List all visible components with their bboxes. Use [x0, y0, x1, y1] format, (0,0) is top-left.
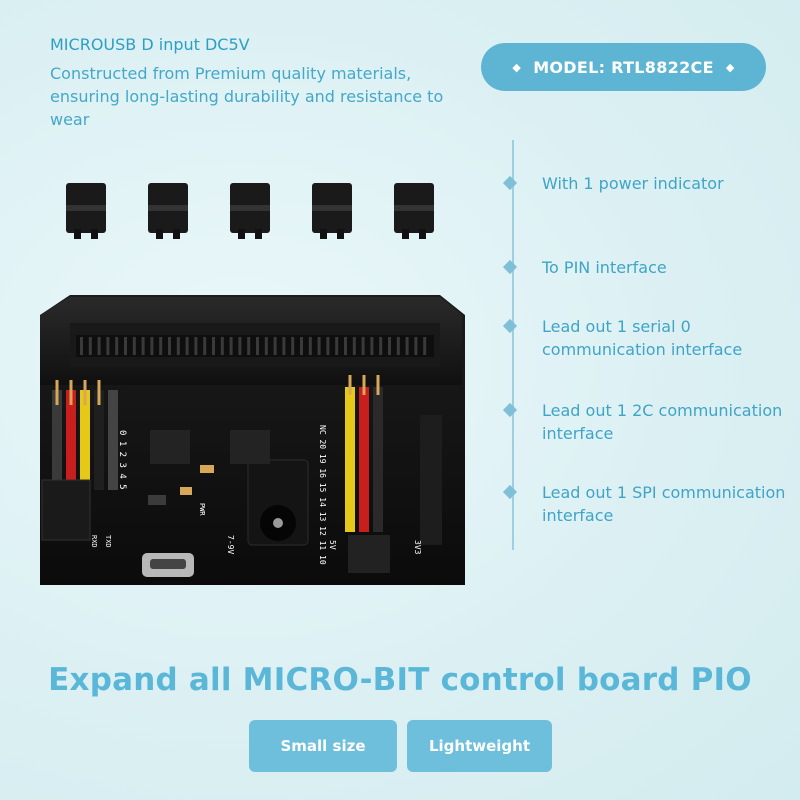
connector-pin [124, 337, 127, 355]
feature-text: Lead out 1 2C communication interface [542, 401, 783, 443]
model-badge: ◆ MODEL: RTL8822CE ◆ [481, 43, 766, 91]
diamond-icon: ◆ [512, 60, 522, 74]
feature-text: With 1 power indicator [542, 174, 724, 193]
dc-jack [247, 459, 309, 546]
connector-pin [405, 337, 409, 355]
feature-text: Lead out 1 SPI communication interface [542, 483, 786, 525]
jumper-cap [312, 183, 352, 239]
connector-pin [115, 337, 119, 355]
jumper-cap [230, 183, 270, 239]
feature-text: To PIN interface [542, 258, 667, 277]
feature-item: To PIN interface [502, 256, 792, 279]
connector-pin [273, 337, 277, 355]
connector-pin [300, 337, 303, 355]
connector-pin [168, 337, 171, 355]
diamond-icon: ◆ [725, 60, 735, 74]
connector-pin [97, 337, 101, 355]
connector-pin [247, 337, 251, 355]
connector-pin [291, 337, 295, 355]
feature-text: Lead out 1 serial 0 communication interf… [542, 317, 743, 359]
connector-pin [370, 337, 374, 355]
connector-pin [388, 337, 391, 355]
pin-header-right [345, 375, 383, 532]
pin-labels-left: 0 1 2 3 4 5 [117, 430, 127, 490]
v33-label: 3V3 [413, 540, 422, 555]
jumper-cap [66, 183, 106, 239]
feature-item: Lead out 1 serial 0 communication interf… [502, 315, 792, 361]
connector-pin [414, 337, 418, 355]
connector-pin [396, 337, 400, 355]
micro-usb-port [142, 553, 194, 577]
feature-item: Lead out 1 2C communication interface [502, 399, 792, 445]
diamond-bullet-icon [502, 318, 518, 334]
model-label: MODEL: RTL8822CE [533, 57, 714, 77]
small-size-button[interactable]: Small size [249, 720, 397, 772]
intro-block: MICROUSB D input DC5V Constructed from P… [50, 34, 460, 131]
connector-pin [150, 337, 154, 355]
feature-timeline [512, 140, 514, 550]
diamond-bullet-icon [502, 259, 518, 275]
connector-pin [203, 337, 207, 355]
connector-pin [361, 337, 365, 355]
feature-item: With 1 power indicator [502, 172, 792, 195]
connector-pin [238, 337, 242, 355]
lightweight-button[interactable]: Lightweight [407, 720, 552, 772]
connector-pin [212, 337, 215, 355]
connector-pin [308, 337, 312, 355]
pin-header-left [52, 380, 118, 490]
feature-item: Lead out 1 SPI communication interface [502, 481, 792, 527]
connector-pin [176, 337, 180, 355]
connector-pin [379, 337, 383, 355]
connector-pin [132, 337, 136, 355]
connector-pin [344, 337, 347, 355]
connector-pin [352, 337, 356, 355]
connector-pin [88, 337, 92, 355]
connector-pin [282, 337, 286, 355]
connector-pin [80, 337, 83, 355]
page-title: Expand all MICRO-BIT control board PIO [48, 662, 752, 698]
material-description: Constructed from Premium quality materia… [50, 64, 444, 129]
input-headline: MICROUSB D input DC5V [50, 35, 250, 54]
pwr-label: PWR [198, 503, 206, 516]
connector-pin [106, 337, 110, 355]
jumper-cap [394, 183, 434, 239]
jumper-cap [148, 183, 188, 239]
v5-label: 5V [328, 540, 337, 550]
connector-pin [220, 337, 224, 355]
edge-connector-pins [76, 335, 434, 357]
expansion-board-illustration: 0 1 2 3 4 5 NC 20 19 16 15 14 13 12 11 1… [40, 183, 465, 585]
connector-pin [256, 337, 259, 355]
diamond-bullet-icon [502, 175, 518, 191]
pcb-board: 0 1 2 3 4 5 NC 20 19 16 15 14 13 12 11 1… [40, 295, 465, 585]
connector-pin [423, 337, 427, 355]
connector-pin [159, 337, 163, 355]
connector-pin [326, 337, 330, 355]
rx-label: RXD [90, 535, 98, 548]
connector-pin [194, 337, 198, 355]
connector-pin [229, 337, 233, 355]
jumper-caps [66, 183, 434, 239]
connector-pin [185, 337, 189, 355]
product-image: 0 1 2 3 4 5 NC 20 19 16 15 14 13 12 11 1… [30, 175, 480, 595]
connector-pin [317, 337, 321, 355]
tx-label: TXD [104, 535, 112, 548]
power-in-label: 7-9V [226, 535, 235, 554]
connector-pin [335, 337, 339, 355]
diamond-bullet-icon [502, 484, 518, 500]
connector-pin [264, 337, 268, 355]
pin-labels-right: NC 20 19 16 15 14 13 12 11 10 [318, 425, 327, 565]
connector-pin [141, 337, 145, 355]
diamond-bullet-icon [502, 402, 518, 418]
